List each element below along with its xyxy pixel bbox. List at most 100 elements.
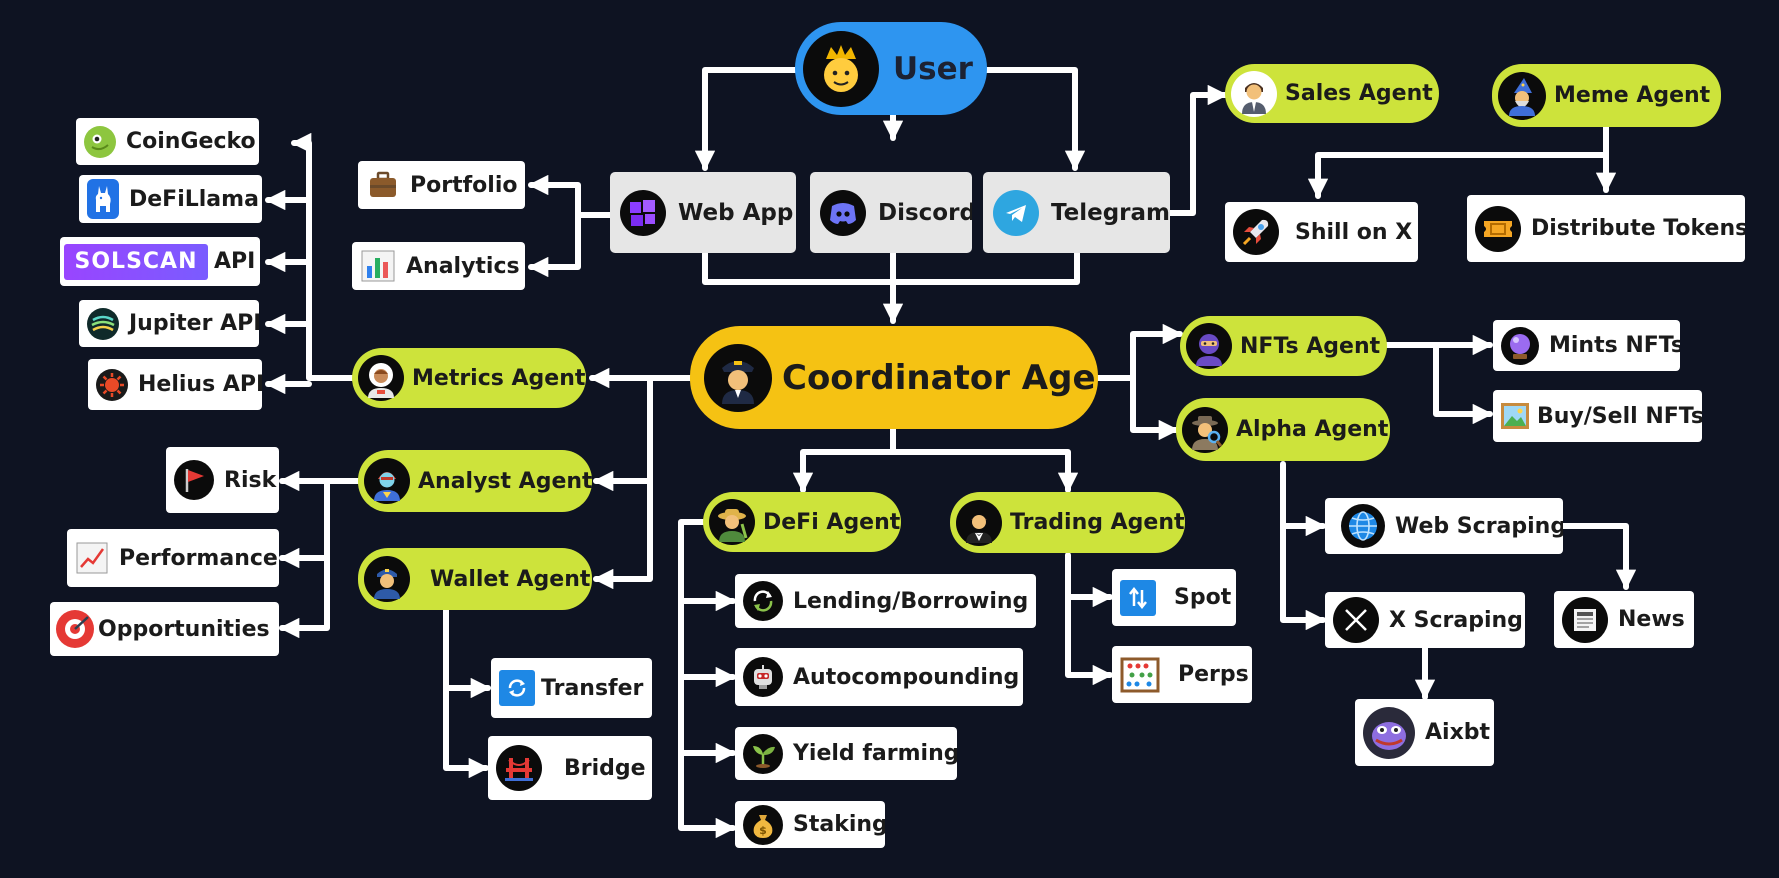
telegram-logo-icon	[993, 189, 1039, 236]
defi-agent-node: DeFi Agent	[703, 492, 901, 552]
solscan-api-node: SOLSCAN API	[60, 237, 260, 286]
jupiter-logo-icon	[87, 307, 119, 340]
discord-label: Discord	[878, 199, 972, 226]
mints-nfts-label: Mints NFTs	[1549, 333, 1680, 358]
seedling-icon	[743, 733, 783, 774]
crystal-ball-icon	[1501, 326, 1539, 365]
web-app-node: Web App	[610, 172, 796, 253]
perps-node: Perps	[1112, 646, 1252, 703]
coingecko-node: CoinGecko	[76, 118, 259, 165]
trading-agent-node: Trading Agent	[950, 492, 1185, 553]
wizard-icon	[1498, 71, 1546, 120]
analyst-agent-label: Analyst Agent	[418, 468, 592, 494]
defillama-node: DeFiLlama	[79, 175, 262, 223]
opportunities-label: Opportunities	[98, 616, 270, 642]
sales-agent-label: Sales Agent	[1285, 81, 1433, 106]
defi-agent-label: DeFi Agent	[763, 509, 901, 535]
telegram-node: Telegram	[983, 172, 1170, 253]
perps-label: Perps	[1178, 662, 1249, 687]
telegram-label: Telegram	[1051, 199, 1170, 226]
portfolio-label: Portfolio	[410, 172, 518, 198]
abacus-icon	[1120, 656, 1160, 694]
solscan-logo-icon: SOLSCAN	[64, 243, 208, 280]
wallet-agent-label: Wallet Agent	[430, 566, 591, 592]
jupiter-api-node: Jupiter API	[79, 300, 259, 347]
autocompounding-node: Autocompounding	[735, 648, 1023, 706]
x-scraping-node: X Scraping	[1325, 592, 1525, 648]
yield-farming-node: Yield farming	[735, 727, 957, 780]
spot-node: Spot	[1112, 569, 1236, 626]
metrics-agent-node: Metrics Agent	[352, 348, 586, 408]
trending-chart-icon	[75, 541, 109, 575]
news-node: News	[1554, 591, 1694, 648]
solscan-logo-text: SOLSCAN	[74, 249, 198, 274]
bridge-icon	[496, 745, 542, 791]
bridge-label: Bridge	[564, 755, 646, 781]
lending-borrowing-node: Lending/Borrowing	[735, 574, 1036, 628]
office-worker-icon	[1231, 70, 1277, 117]
jupiter-api-label: Jupiter API	[129, 311, 259, 336]
coingecko-logo-icon	[84, 125, 116, 158]
web-app-label: Web App	[678, 199, 794, 226]
x-scraping-label: X Scraping	[1389, 607, 1523, 633]
alpha-agent-node: Alpha Agent	[1176, 398, 1390, 461]
web-scraping-label: Web Scraping	[1395, 513, 1563, 539]
cycle-icon	[743, 581, 783, 621]
transfer-node: Transfer	[491, 658, 652, 718]
coordinator-agent-label: Coordinator Agent	[782, 357, 1098, 398]
nfts-agent-node: NFTs Agent	[1180, 316, 1387, 376]
globe-icon	[1341, 504, 1385, 548]
meme-agent-node: Meme Agent	[1492, 64, 1721, 127]
robot-icon	[743, 657, 783, 697]
portfolio-node: Portfolio	[358, 161, 525, 209]
metrics-agent-label: Metrics Agent	[412, 365, 586, 391]
news-label: News	[1618, 607, 1685, 632]
coordinator-agent-node: Coordinator Agent	[690, 326, 1098, 429]
meme-agent-label: Meme Agent	[1554, 83, 1711, 108]
briefcase-icon	[366, 168, 400, 202]
framed-picture-icon	[1499, 401, 1531, 431]
discord-node: Discord	[810, 172, 972, 253]
helius-api-label: Helius API	[138, 372, 262, 397]
analytics-node: Analytics	[352, 242, 525, 290]
astronaut-icon	[358, 355, 404, 401]
ninja-icon	[1186, 323, 1232, 369]
nfts-agent-label: NFTs Agent	[1240, 333, 1381, 359]
ticket-icon	[1475, 205, 1521, 252]
yield-farming-label: Yield farming	[793, 741, 957, 766]
wallet-agent-node: Wallet Agent	[358, 548, 592, 610]
spot-label: Spot	[1174, 585, 1232, 610]
defillama-logo-icon	[87, 179, 119, 219]
sales-agent-node: Sales Agent	[1225, 64, 1439, 123]
discord-logo-icon	[820, 189, 866, 236]
defillama-label: DeFiLlama	[129, 186, 259, 212]
opportunities-node: Opportunities	[50, 602, 279, 656]
shill-on-x-node: Shill on X	[1225, 202, 1418, 262]
superhero-icon	[364, 458, 410, 504]
risk-label: Risk	[224, 467, 277, 493]
lending-borrowing-label: Lending/Borrowing	[793, 588, 1029, 614]
x-logo-icon	[1333, 597, 1379, 643]
analyst-agent-node: Analyst Agent	[358, 450, 592, 512]
officer-icon	[364, 556, 410, 602]
solscan-api-label: API	[214, 249, 256, 274]
mints-nfts-node: Mints NFTs	[1493, 320, 1680, 371]
svg-text:$: $	[759, 824, 767, 837]
buy-sell-nfts-label: Buy/Sell NFTs	[1537, 403, 1702, 429]
distribute-tokens-label: Distribute Tokens	[1531, 216, 1745, 241]
coingecko-label: CoinGecko	[126, 129, 256, 154]
web-app-logo-icon	[620, 189, 666, 236]
shill-on-x-label: Shill on X	[1295, 219, 1413, 245]
performance-node: Performance	[67, 529, 279, 587]
distribute-tokens-node: Distribute Tokens	[1467, 195, 1745, 262]
alpha-agent-label: Alpha Agent	[1236, 417, 1389, 442]
bar-chart-icon	[360, 249, 396, 283]
helius-logo-icon	[96, 368, 128, 401]
autocompounding-label: Autocompounding	[793, 664, 1020, 690]
rocket-icon	[1233, 209, 1279, 255]
aixbt-node: Aixbt	[1355, 699, 1494, 766]
crowned-person-icon	[803, 30, 879, 107]
aixbt-avatar-icon	[1363, 706, 1415, 759]
bridge-node: Bridge	[488, 736, 652, 800]
helius-api-node: Helius API	[88, 359, 262, 410]
